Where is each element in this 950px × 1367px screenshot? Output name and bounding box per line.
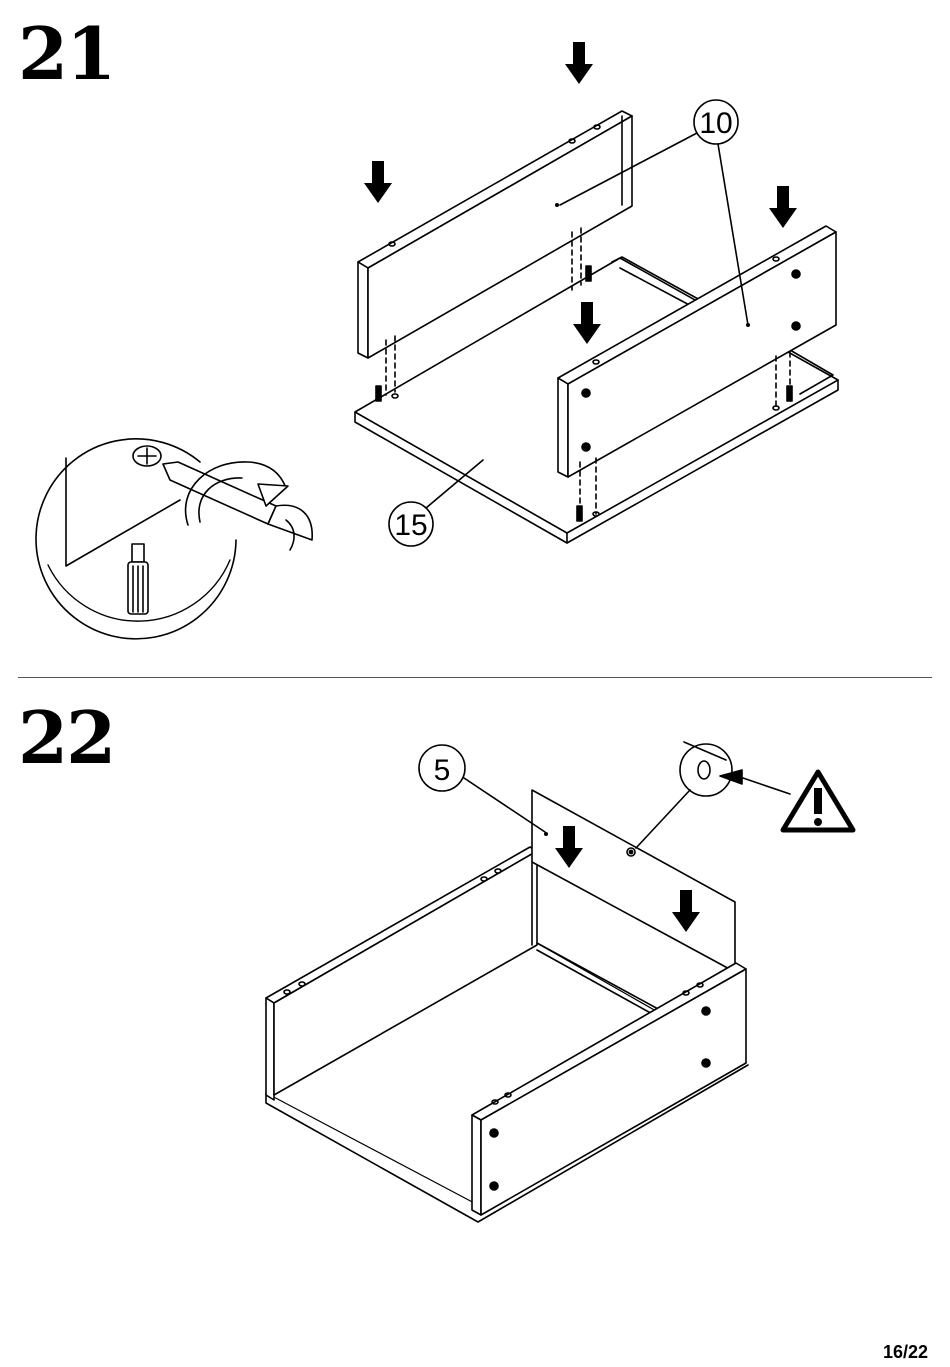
part-label-10: 10 xyxy=(699,107,732,140)
part-label-5: 5 xyxy=(434,754,451,787)
detail-inset xyxy=(36,439,312,639)
callout-15: 15 xyxy=(389,460,483,546)
part-label-15: 15 xyxy=(394,509,427,542)
cam-screw xyxy=(128,544,148,614)
step22-drawing: 5 xyxy=(266,742,853,1222)
warning-icon xyxy=(783,772,853,830)
back-panel-5 xyxy=(532,790,735,972)
down-arrow-icon xyxy=(769,186,797,228)
down-arrow-icon xyxy=(565,42,593,84)
down-arrow-icon xyxy=(364,161,392,203)
step21-drawing: 10 15 xyxy=(36,42,838,639)
hole-detail xyxy=(636,742,790,848)
callout-5: 5 xyxy=(419,745,545,832)
